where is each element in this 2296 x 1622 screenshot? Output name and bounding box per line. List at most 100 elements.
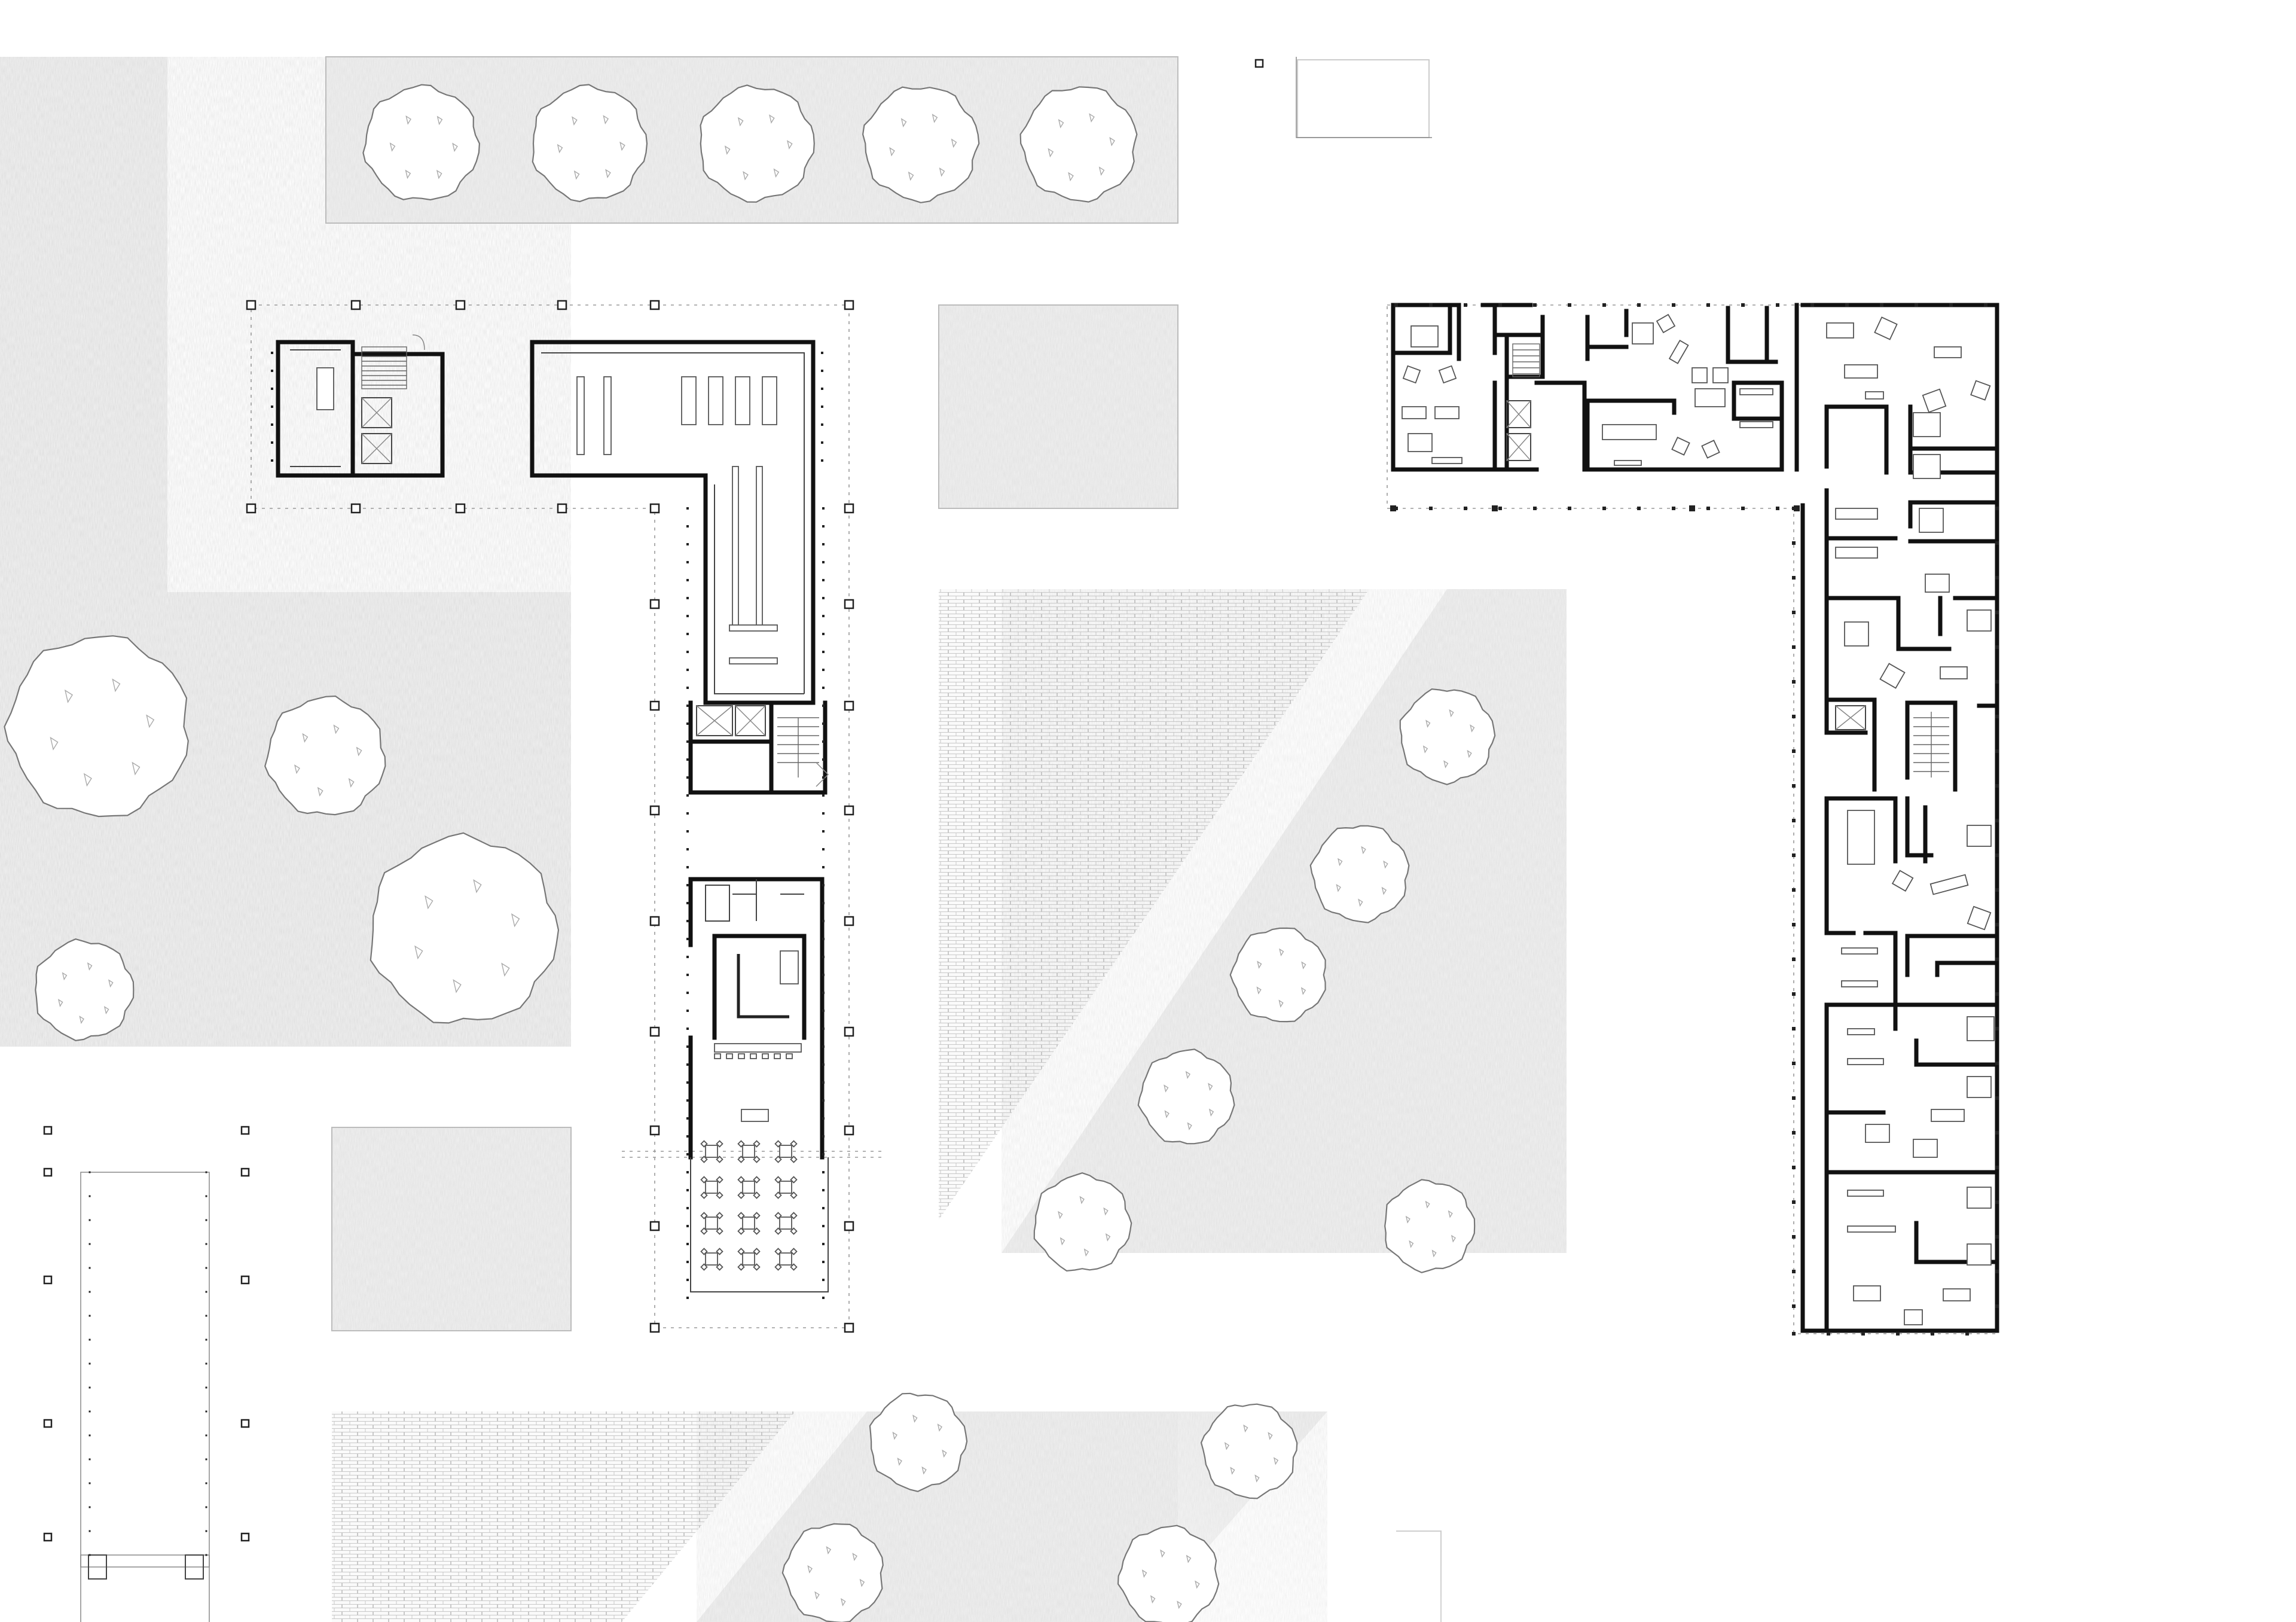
structural-column-icon	[1390, 505, 1396, 511]
structural-column-icon	[822, 561, 825, 563]
structural-column-icon	[1792, 645, 1796, 649]
structural-column-icon	[43, 1532, 53, 1542]
structural-column-icon	[1792, 680, 1796, 684]
structural-column-icon	[822, 687, 825, 689]
structural-column-icon	[1706, 303, 1710, 307]
structural-column-icon	[686, 579, 689, 581]
structural-column-icon	[205, 1195, 207, 1197]
structural-column-icon	[686, 902, 689, 904]
structural-column-icon	[455, 300, 466, 310]
structural-column-icon	[271, 406, 273, 408]
tree-texture	[1164, 1110, 1170, 1118]
tree-texture	[1268, 1432, 1273, 1440]
south-west-building	[80, 1172, 210, 1622]
tree-texture	[1060, 1237, 1065, 1246]
structural-column-icon	[246, 503, 257, 514]
structural-column-icon	[686, 848, 689, 850]
tree-texture	[769, 114, 775, 124]
structural-column-icon	[271, 423, 273, 426]
structural-column-icon	[686, 1297, 689, 1299]
structural-column-icon	[1810, 303, 1814, 307]
structural-column-icon	[1995, 1304, 1999, 1308]
tree-texture	[619, 141, 625, 151]
structural-column-icon	[844, 1221, 854, 1231]
dining-table-icon	[774, 1140, 798, 1163]
tree-texture	[62, 972, 68, 981]
structural-column-icon	[88, 1171, 91, 1173]
structural-column-icon	[822, 615, 825, 617]
structural-column-icon	[1995, 749, 1999, 753]
structural-column-icon	[271, 352, 273, 354]
tree-texture	[1279, 948, 1284, 957]
structural-column-icon	[557, 300, 567, 310]
tree-texture	[294, 764, 300, 775]
trees	[4, 84, 1496, 1622]
dining-table-icon	[774, 1248, 798, 1271]
structural-column-icon	[1792, 853, 1796, 857]
structural-column-icon	[1792, 1304, 1796, 1308]
tree-canopy-icon	[1200, 1403, 1298, 1499]
structural-column-icon	[1915, 303, 1918, 307]
structural-column-icon	[88, 1530, 91, 1532]
tree-texture	[1256, 986, 1262, 995]
tree-texture	[1141, 1569, 1147, 1578]
structural-column-icon	[43, 1419, 53, 1428]
structural-column-icon	[844, 1026, 854, 1037]
structural-column-icon	[686, 1045, 689, 1048]
structural-column-icon	[822, 1081, 825, 1084]
structural-column-icon	[1995, 784, 1999, 788]
structural-column-icon	[1792, 1200, 1796, 1204]
structural-column-icon	[1995, 611, 1999, 614]
structural-column-icon	[822, 1225, 825, 1227]
structural-column-icon	[821, 441, 823, 444]
tree-texture	[50, 736, 59, 751]
structural-column-icon	[271, 441, 273, 444]
east-residential-building	[1387, 303, 1999, 1334]
tree-texture	[108, 979, 114, 988]
tree-texture	[103, 1006, 109, 1014]
dining-table-icon	[700, 1140, 723, 1163]
tree-texture	[452, 142, 458, 153]
structural-column-icon	[271, 459, 273, 462]
structural-column-icon	[822, 1045, 825, 1048]
structural-column-icon	[649, 503, 660, 514]
structural-column-icon	[205, 1386, 207, 1389]
structural-column-icon	[205, 1554, 207, 1556]
structural-column-icon	[1492, 505, 1498, 511]
structural-column-icon	[1995, 1027, 1999, 1030]
central-building	[251, 304, 885, 1328]
structural-column-icon	[271, 370, 273, 372]
structural-column-icon	[844, 599, 854, 609]
structural-column-icon	[1741, 303, 1745, 307]
structural-column-icon	[1995, 819, 1999, 822]
tree-texture	[889, 147, 895, 157]
structural-column-icon	[822, 633, 825, 635]
tree-texture	[356, 746, 362, 757]
tree-texture	[900, 118, 907, 127]
structural-column-icon	[1794, 505, 1800, 511]
tree-texture	[603, 115, 609, 124]
structural-column-icon	[88, 1195, 91, 1197]
south-brick-paving	[332, 1411, 795, 1622]
structural-column-icon	[686, 776, 689, 779]
structural-column-icon	[649, 300, 660, 310]
structural-column-icon	[686, 740, 689, 743]
structural-column-icon	[822, 1010, 825, 1012]
structural-column-icon	[1827, 1332, 1830, 1336]
tree-texture	[852, 1553, 857, 1562]
structural-column-icon	[240, 1419, 250, 1428]
structural-column-icon	[822, 543, 825, 545]
structural-column-icon	[686, 1010, 689, 1012]
dining-table-icon	[737, 1140, 761, 1163]
structural-column-icon	[1896, 1332, 1900, 1336]
tree-texture	[1089, 113, 1095, 123]
structural-column-icon	[649, 1322, 660, 1333]
tree-texture	[1079, 1196, 1085, 1205]
structural-column-icon	[822, 1099, 825, 1102]
structural-column-icon	[686, 525, 689, 528]
structural-column-icon	[88, 1362, 91, 1365]
structural-column-icon	[205, 1482, 207, 1484]
structural-column-icon	[1602, 303, 1606, 307]
structural-column-icon	[1429, 507, 1433, 510]
